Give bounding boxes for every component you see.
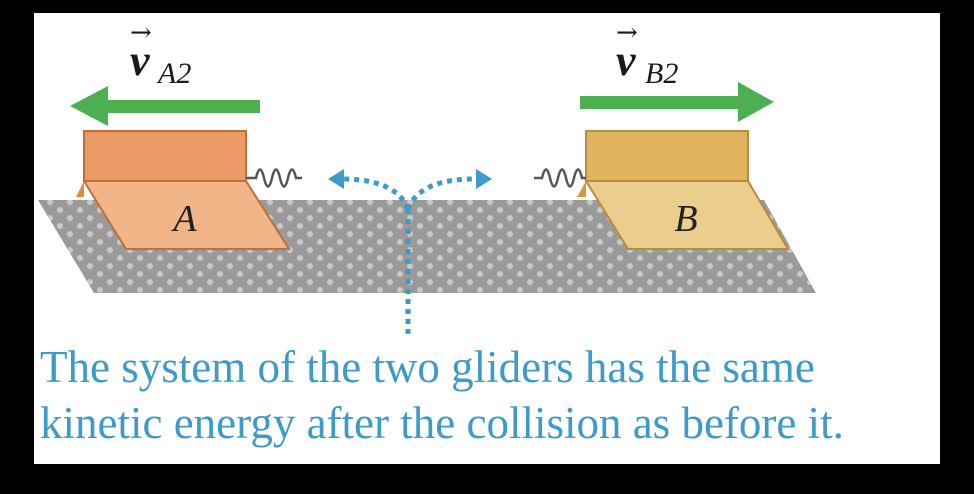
- spring-b: [534, 168, 586, 188]
- glider-collision-diagram: A B → v A2 → v B2: [38, 18, 816, 338]
- velocity-label-a: → v A2: [130, 18, 191, 90]
- velocity-subscript-b: B2: [645, 57, 678, 90]
- glider-a: A: [76, 130, 291, 250]
- glider-a-label: A: [170, 198, 197, 240]
- caption-line-2: kinetic energy after the collision as be…: [40, 398, 844, 448]
- vector-arrow-b-icon: →: [616, 18, 638, 48]
- vector-arrow-a-icon: →: [130, 18, 152, 48]
- velocity-symbol-b: v: [616, 36, 636, 85]
- caption-line-1: The system of the two gliders has the sa…: [40, 342, 815, 392]
- velocity-arrow-a: [70, 86, 260, 126]
- velocity-arrow-b: [580, 82, 774, 122]
- glider-b-label: B: [674, 198, 697, 240]
- velocity-subscript-a: A2: [156, 57, 191, 90]
- velocity-symbol-a: v: [130, 36, 150, 85]
- caption-text: The system of the two gliders has the sa…: [40, 339, 940, 451]
- diagram-panel: A B → v A2 → v B2: [34, 13, 940, 464]
- spring-a: [246, 168, 302, 188]
- glider-b: B: [577, 130, 790, 250]
- split-arrows-icon: [328, 169, 492, 210]
- velocity-label-b: → v B2: [616, 18, 678, 90]
